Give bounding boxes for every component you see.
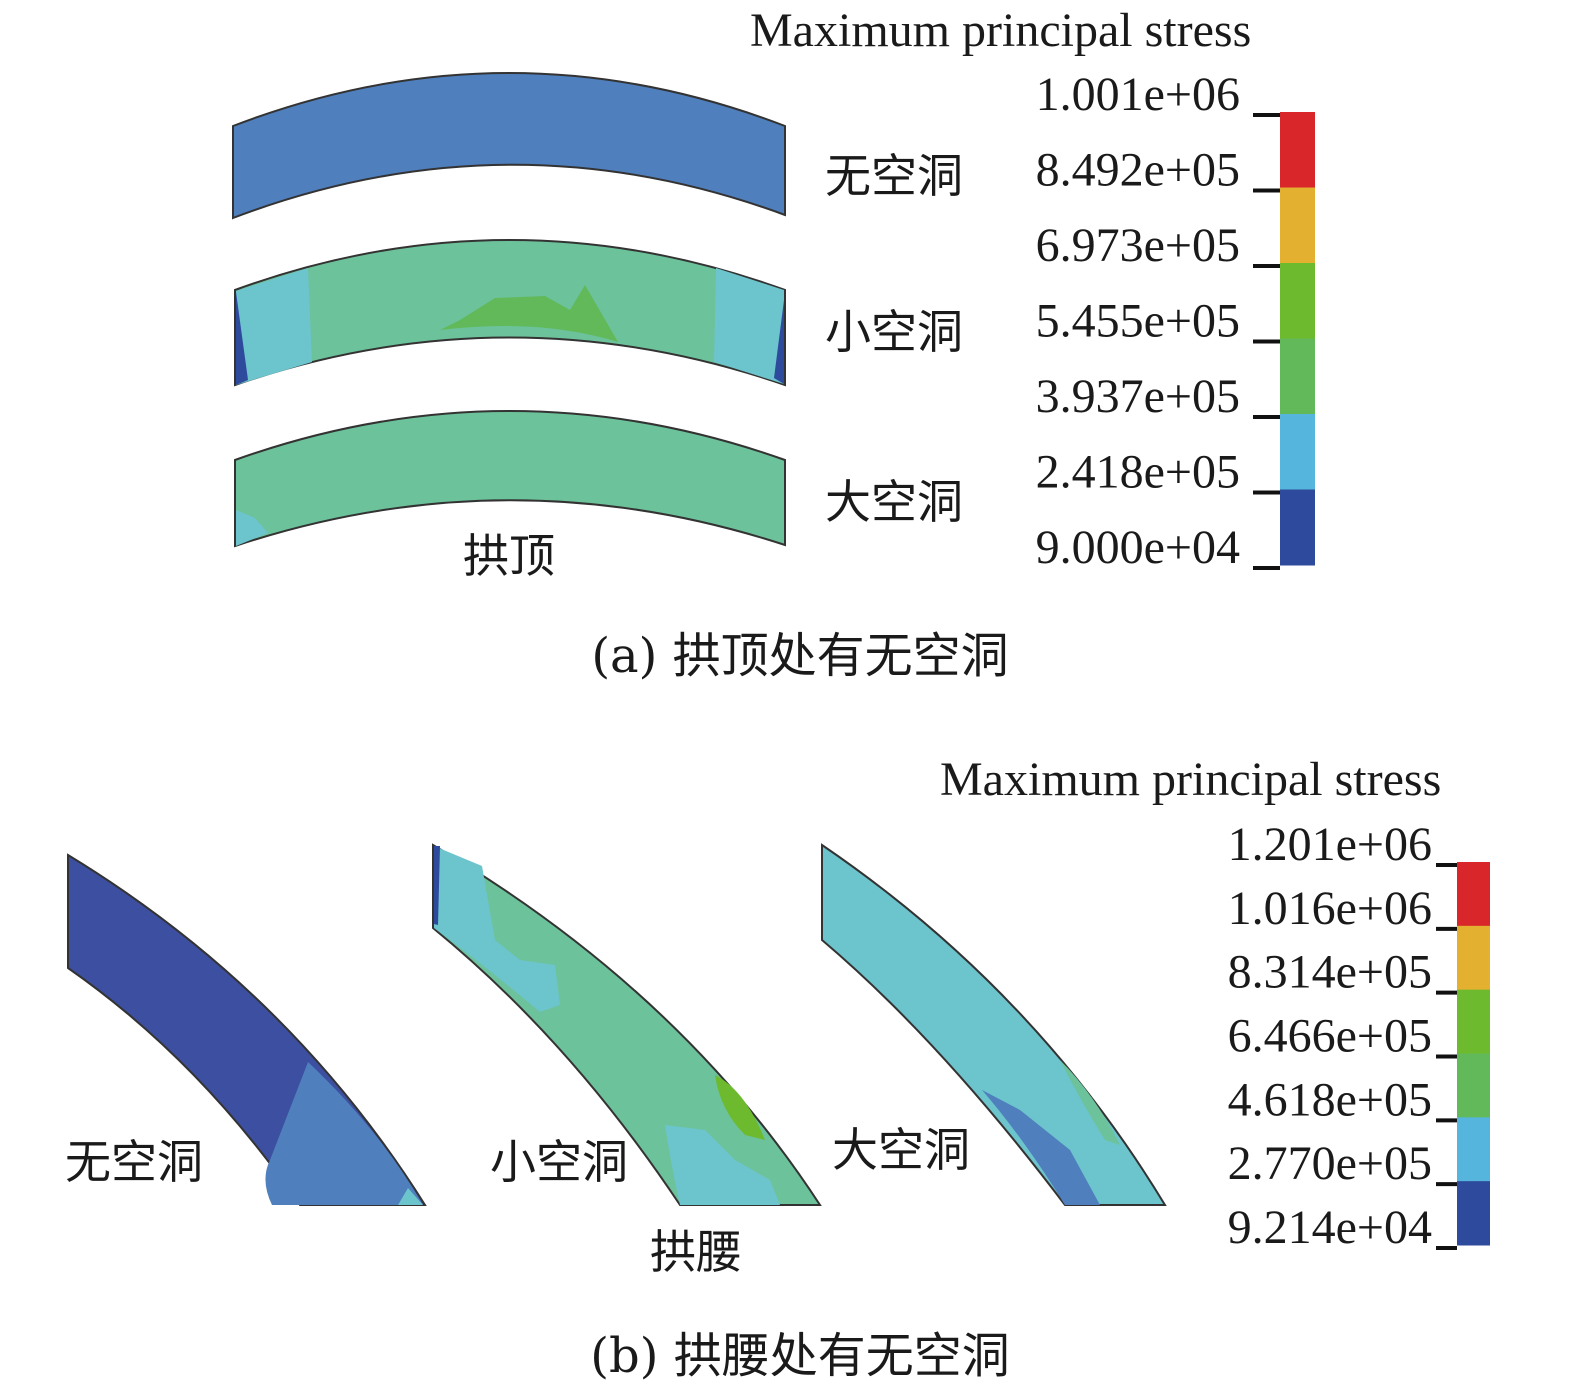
label-no-cavity: 无空洞 <box>65 1135 203 1189</box>
label-small-cavity: 小空洞 <box>490 1135 628 1189</box>
arch-haunch-no-cavity <box>67 853 427 1206</box>
label-large-cavity: 大空洞 <box>832 1123 970 1177</box>
legend-title: Maximum principal stress <box>750 4 1251 57</box>
colorbar-tick-label: 9.000e+04 <box>1036 521 1240 574</box>
label-large-cavity: 大空洞 <box>825 475 963 529</box>
colorbar-tick-label: 2.418e+05 <box>1036 446 1240 499</box>
colorbar-tick-label: 6.973e+05 <box>1036 219 1240 272</box>
colorbar-segment <box>1280 338 1315 415</box>
label-no-cavity: 无空洞 <box>825 149 963 203</box>
arch-crown-small-cavity <box>234 239 786 387</box>
colorbar-b: 1.201e+06 1.016e+06 8.314e+05 6.466e+05 4.61… <box>1228 818 1490 1254</box>
label-small-cavity: 小空洞 <box>825 305 963 359</box>
colorbar-a: 1.001e+06 8.492e+05 6.973e+05 5.455e+05 3.93… <box>1036 68 1315 574</box>
colorbar-segment <box>1280 414 1315 490</box>
colorbar-segment <box>1457 1117 1490 1182</box>
panel-b: 无空洞 小空洞 大空洞 拱腰 Maximum principal stress … <box>65 753 1490 1384</box>
caption-b: (b) 拱腰处有无空洞 <box>590 1328 1009 1384</box>
colorbar-tick-label: 2.770e+05 <box>1228 1137 1432 1190</box>
caption-a: (a) 拱顶处有无空洞 <box>591 628 1008 684</box>
colorbar-tick-label: 6.466e+05 <box>1228 1010 1432 1063</box>
colorbar-segment <box>1457 1053 1490 1118</box>
location-label-crown: 拱顶 <box>463 529 555 583</box>
colorbar-segment <box>1280 489 1315 566</box>
colorbar-tick-label: 9.214e+04 <box>1228 1201 1432 1254</box>
location-label-haunch: 拱腰 <box>650 1225 742 1279</box>
colorbar-segment <box>1457 862 1490 927</box>
colorbar-tick-label: 1.001e+06 <box>1036 68 1240 121</box>
colorbar-segment <box>1280 187 1315 264</box>
colorbar-tick-label: 5.455e+05 <box>1036 295 1240 348</box>
colorbar-segment <box>1280 263 1315 339</box>
panel-a: 无空洞 小空洞 大空洞 拱顶 Maximum principal stress … <box>232 4 1315 684</box>
arch-haunch-small-cavity <box>432 843 822 1206</box>
arch-crown-no-cavity <box>232 72 786 220</box>
colorbar-tick-label: 4.618e+05 <box>1228 1073 1432 1126</box>
colorbar-tick-label: 8.314e+05 <box>1228 946 1432 999</box>
colorbar-tick-label: 8.492e+05 <box>1036 144 1240 197</box>
arch-crown-large-cavity <box>234 410 786 548</box>
colorbar-tick-label: 3.937e+05 <box>1036 370 1240 423</box>
legend-title: Maximum principal stress <box>940 753 1441 806</box>
colorbar-segment <box>1457 925 1490 991</box>
colorbar-tick-label: 1.016e+06 <box>1228 882 1432 935</box>
colorbar-segment <box>1280 112 1315 188</box>
arch-haunch-large-cavity <box>821 843 1167 1206</box>
colorbar-segment <box>1457 1181 1490 1246</box>
colorbar-tick-label: 1.201e+06 <box>1228 818 1432 871</box>
colorbar-segment <box>1457 989 1490 1054</box>
